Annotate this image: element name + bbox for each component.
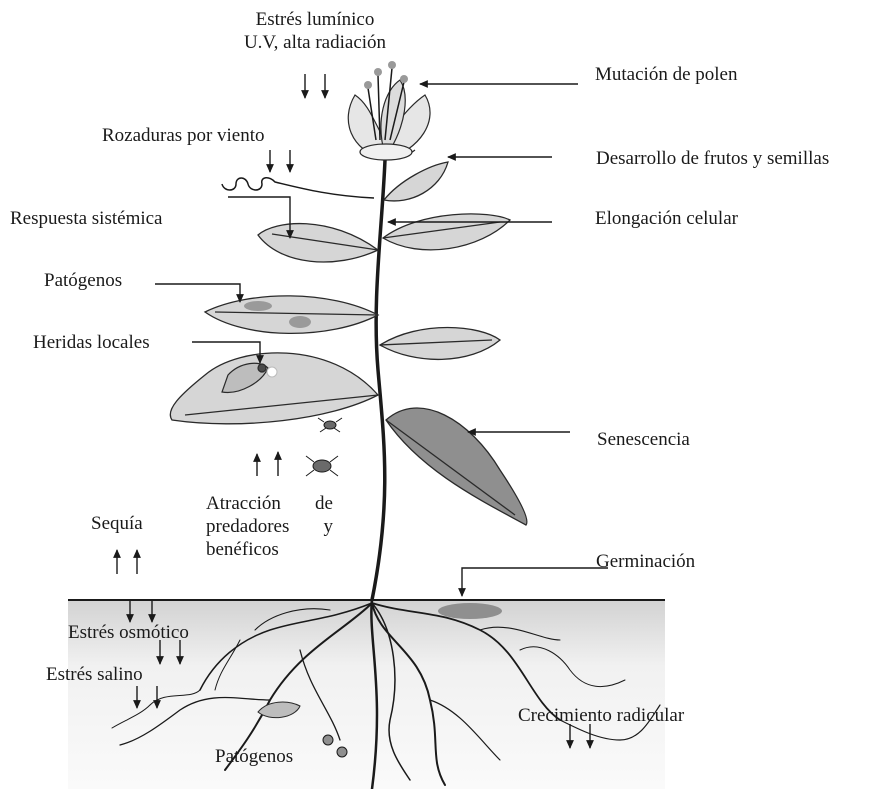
label-wind-abrasion: Rozaduras por viento [102,124,265,147]
label-pathogens-top: Patógenos [44,269,122,292]
label-attraction: Atracción de predadores y benéficos [206,492,333,562]
label-root-growth: Crecimiento radicular [518,704,684,727]
label-senescence: Senescencia [597,428,690,451]
label-systemic-response: Respuesta sistémica [10,207,163,230]
label-local-wounds: Heridas locales [33,331,150,354]
plant-stem [372,160,385,600]
label-fruit-seed-development: Desarrollo de frutos y semillas [596,147,829,170]
label-cell-elongation: Elongación celular [595,207,738,230]
label-germination: Germinación [596,550,695,573]
label-osmotic-stress: Estrés osmótico [68,621,189,644]
label-attraction-line1: Atracción de [206,492,333,515]
germinating-seed [438,603,502,619]
leaves [170,162,527,525]
label-light-stress-line2: U.V, alta radiación [200,31,430,54]
label-attraction-line2: predadores y [206,515,333,538]
label-saline-stress: Estrés salino [46,663,143,686]
label-light-stress-line1: Estrés lumínico [200,8,430,31]
label-pollen-mutation: Mutación de polen [595,63,737,86]
tendril [222,178,374,198]
label-attraction-line3: benéficos [206,538,333,561]
wound-spots [267,367,277,377]
label-drought: Sequía [91,512,143,535]
label-pathogens-bottom: Patógenos [215,745,293,768]
label-light-stress: Estrés lumínico U.V, alta radiación [200,8,430,54]
beneficial-insects [306,418,342,476]
